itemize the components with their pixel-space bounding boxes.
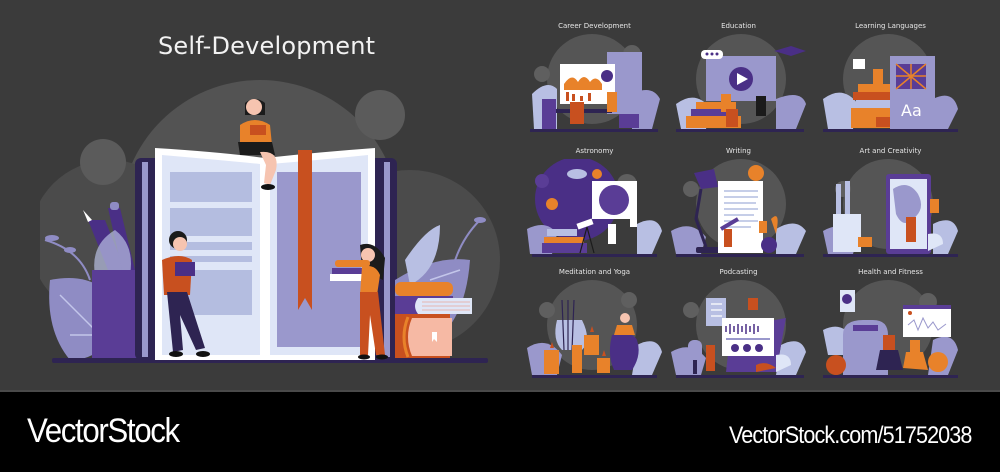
image-url: VectorStock.com/51752038 xyxy=(729,422,972,449)
svg-text:Aa: Aa xyxy=(901,101,922,120)
workout-icon xyxy=(823,280,958,378)
tile-title: Art and Creativity xyxy=(859,147,922,155)
tile-title: Learning Languages xyxy=(855,22,926,30)
tile-title: Writing xyxy=(726,147,751,155)
tile-learning-languages: Learning Languages Aa xyxy=(818,22,963,137)
tile-art-and-creativity: Art and Creativity xyxy=(818,147,963,262)
tile-career-development: Career Development xyxy=(522,22,667,137)
illustration-canvas: Self-Development xyxy=(40,22,963,383)
tile-education: Education xyxy=(666,22,811,137)
document-pen-icon xyxy=(671,159,806,257)
tile-meditation-and-yoga: Meditation and Yoga xyxy=(522,268,667,383)
tile-title: Astronomy xyxy=(575,147,614,155)
canvas-brush-icon xyxy=(823,159,958,257)
tile-title: Podcasting xyxy=(719,268,758,276)
video-lesson-icon xyxy=(676,34,806,132)
divider xyxy=(0,390,1000,392)
telescope-stars-icon xyxy=(527,159,662,257)
tile-title: Health and Fitness xyxy=(858,268,923,276)
watermark-footer: VectorStock VectorStock.com/51752038 xyxy=(0,392,1000,472)
microphone-audio-icon xyxy=(671,280,806,378)
tile-title: Meditation and Yoga xyxy=(558,268,631,276)
open-book-illustration xyxy=(40,80,500,363)
presentation-chart-icon xyxy=(530,34,660,132)
tile-writing: Writing xyxy=(666,147,811,262)
page-title: Self-Development xyxy=(158,32,376,60)
brand-logo: VectorStock xyxy=(27,412,180,450)
tile-astronomy: Astronomy xyxy=(522,147,667,262)
tile-podcasting: Podcasting xyxy=(666,268,811,383)
tile-title: Education xyxy=(721,22,756,30)
candles-yoga-icon xyxy=(527,280,662,378)
tile-health-and-fitness: Health and Fitness xyxy=(818,268,963,383)
tile-title: Career Development xyxy=(558,22,631,30)
language-book-icon: Aa xyxy=(823,34,958,132)
